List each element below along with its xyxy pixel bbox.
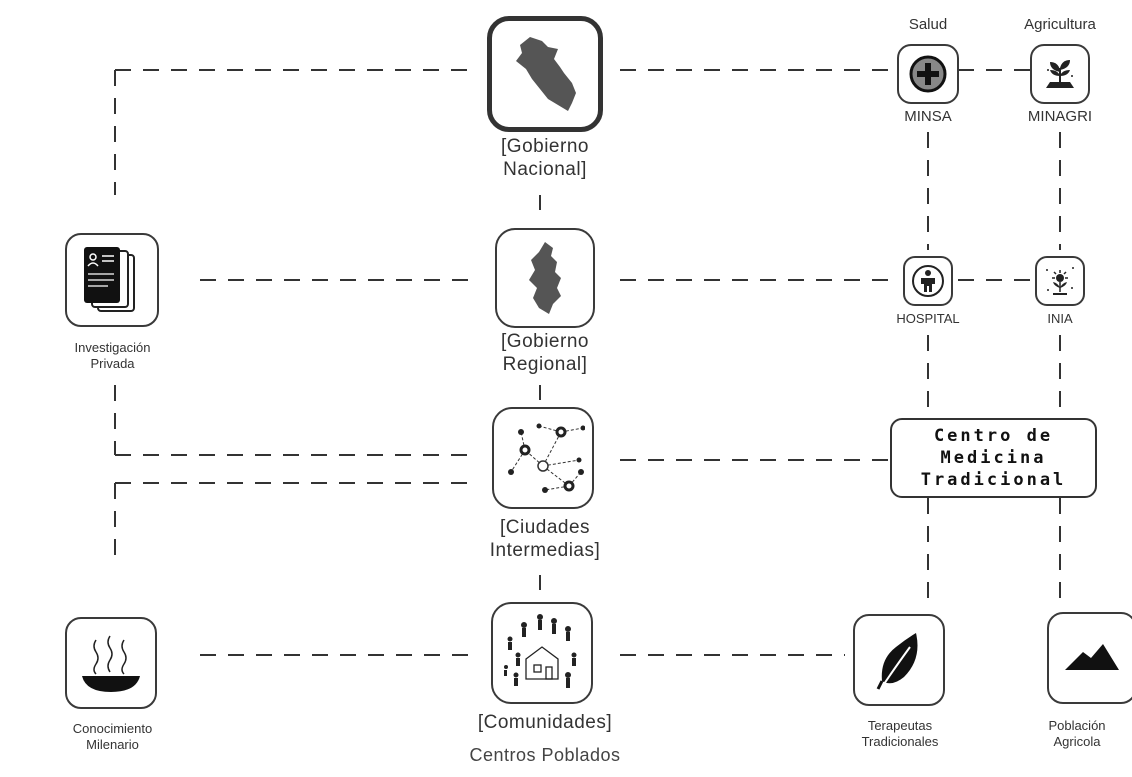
centro-line-2: Medicina [940, 447, 1047, 468]
regional-node[interactable] [495, 228, 595, 328]
community-village-icon [504, 614, 577, 688]
centro-medicina-box[interactable]: Centro de Medicina Tradicional [890, 418, 1097, 498]
minsa-node[interactable] [897, 44, 959, 104]
mountain-icon [1065, 644, 1119, 670]
hospital-node[interactable] [903, 256, 953, 306]
ciudades-node[interactable] [492, 407, 594, 509]
comunidades-label: [Comunidades] [477, 712, 613, 733]
centros-label: Centros Poblados [469, 745, 621, 765]
hospital-label: HOSPITAL [896, 311, 960, 326]
poblacion-node[interactable] [1047, 612, 1132, 704]
peru-map-icon [516, 37, 576, 111]
investigacion-node[interactable] [65, 233, 159, 327]
salud-label: Salud [908, 16, 948, 33]
leaf-icon [876, 633, 918, 690]
minsa-label: MINSA [904, 108, 952, 125]
documents-icon [84, 247, 135, 312]
seedling-icon [1046, 60, 1074, 88]
region-map-icon [529, 242, 561, 314]
terapeutas-node[interactable] [853, 614, 945, 706]
inia-label: INIA [1047, 311, 1073, 326]
minagri-node[interactable] [1030, 44, 1090, 104]
centro-line-1: Centro de [933, 425, 1054, 446]
steaming-bowl-icon [82, 635, 140, 692]
conocimiento-node[interactable] [65, 617, 157, 709]
network-nodes-icon [508, 423, 585, 493]
inia-node[interactable] [1035, 256, 1085, 306]
centro-line-3: Tradicional [920, 470, 1067, 491]
agricultura-label: Agricultura [1024, 16, 1096, 33]
nacional-node[interactable] [487, 16, 603, 132]
medical-cross-icon [909, 55, 947, 93]
comunidades-node[interactable] [491, 602, 593, 704]
person-icon [912, 265, 944, 297]
minagri-label: MINAGRI [1027, 108, 1093, 125]
plant-research-icon [1046, 267, 1074, 295]
